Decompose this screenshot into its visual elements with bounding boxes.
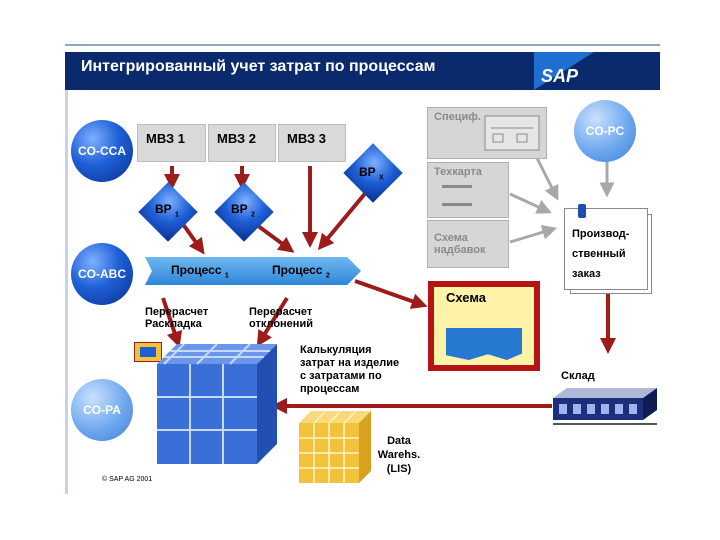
- sap-logo-text: SAP: [541, 66, 579, 86]
- bp-2-label: ВР 2: [231, 202, 255, 219]
- process-2-chevron: Процесс 2: [246, 257, 361, 285]
- warehouse-label: Склад: [561, 370, 595, 382]
- dw-line3: (LIS): [386, 463, 412, 475]
- order-card-front: [564, 208, 648, 290]
- header-top-line: [65, 44, 660, 46]
- slide-title: Интегрированный учет затрат по процессам: [81, 58, 436, 75]
- techcard-line-2: [442, 203, 472, 206]
- olap-cube-icon: [157, 344, 277, 464]
- recalc1-line1: Перерасчет: [145, 306, 209, 318]
- arrow-process1-cube: [161, 297, 183, 348]
- data-warehouse-label: Data Warehs. (LIS): [376, 434, 422, 476]
- recalc1-line2: Раскладка: [145, 318, 202, 330]
- costing-label: Калькуляция затрат на изделие с затратам…: [300, 344, 399, 396]
- calc-line4: процессам: [300, 383, 360, 395]
- co-pa-circle: CO-PA: [71, 379, 133, 441]
- co-pc-circle: CO-PC: [574, 100, 636, 162]
- recalc-variance-label: Перерасчет отклонений: [249, 306, 313, 330]
- techcard-label: Техкарта: [434, 166, 482, 178]
- schema-nadbavok-line2: надбавок: [434, 244, 486, 256]
- mbz-1-box: МВЗ 1: [137, 124, 206, 162]
- bp-x-label: ВР X: [359, 165, 384, 182]
- production-order-line2: ственный: [572, 248, 626, 260]
- process-1-chevron: Процесс 1: [145, 257, 260, 285]
- arrow-spec-order: [533, 153, 559, 201]
- production-order-label: Производ- ственный заказ: [572, 224, 629, 284]
- calc-line1: Калькуляция: [300, 344, 372, 356]
- dw-line1: Data: [387, 435, 411, 447]
- arrow-bpx-process2: [317, 188, 370, 251]
- co-abc-circle: CO-ABC: [71, 243, 133, 305]
- techcard-box: Техкарта: [427, 162, 509, 218]
- left-strip: [65, 90, 68, 494]
- bp-1-label: ВР 1: [155, 202, 179, 219]
- mbz-2-box: МВЗ 2: [208, 124, 276, 162]
- co-cca-circle: CO-CCA: [71, 120, 133, 182]
- dw-line2: Warehs.: [377, 449, 421, 461]
- arrow-process2-cube: [256, 296, 289, 347]
- spec-drawing-icon: [484, 115, 540, 151]
- order-clip-icon: [578, 204, 586, 218]
- spec-box: Специф.: [427, 107, 547, 159]
- calc-line2: затрат на изделие: [300, 357, 400, 369]
- arrow-techcard-order: [509, 192, 552, 214]
- schema-title: Схема: [446, 290, 487, 305]
- report-icon: [134, 342, 162, 362]
- techcard-line-1: [442, 185, 472, 188]
- report-icon-inner: [140, 347, 156, 357]
- copyright-text: © SAP AG 2001: [102, 476, 153, 483]
- data-warehouse-cube-icon: [299, 411, 371, 483]
- production-order-line1: Производ-: [572, 228, 630, 240]
- recalc2-line2: отклонений: [249, 318, 313, 330]
- connector-layer: [161, 153, 616, 414]
- warehouse-building-icon: [553, 388, 657, 425]
- calc-line3: с затратами по: [300, 370, 382, 382]
- spec-label: Специф.: [434, 111, 481, 123]
- recalc2-line1: Перерасчет: [249, 306, 313, 318]
- recalc-distribution-label: Перерасчет Раскладка: [145, 306, 208, 330]
- arrow-schema-nadbavok-order: [509, 224, 558, 244]
- production-order-line3: заказ: [572, 268, 601, 280]
- arrow-process2-schema: [354, 279, 428, 309]
- schema-document-icon: [446, 328, 522, 360]
- slide: Интегрированный учет затрат по процессам…: [65, 44, 660, 494]
- mbz-3-box: МВЗ 3: [278, 124, 346, 162]
- schema-nadbavok-box: Схема надбавок: [427, 220, 509, 268]
- schema-nadbavok-line1: Схема: [434, 232, 468, 244]
